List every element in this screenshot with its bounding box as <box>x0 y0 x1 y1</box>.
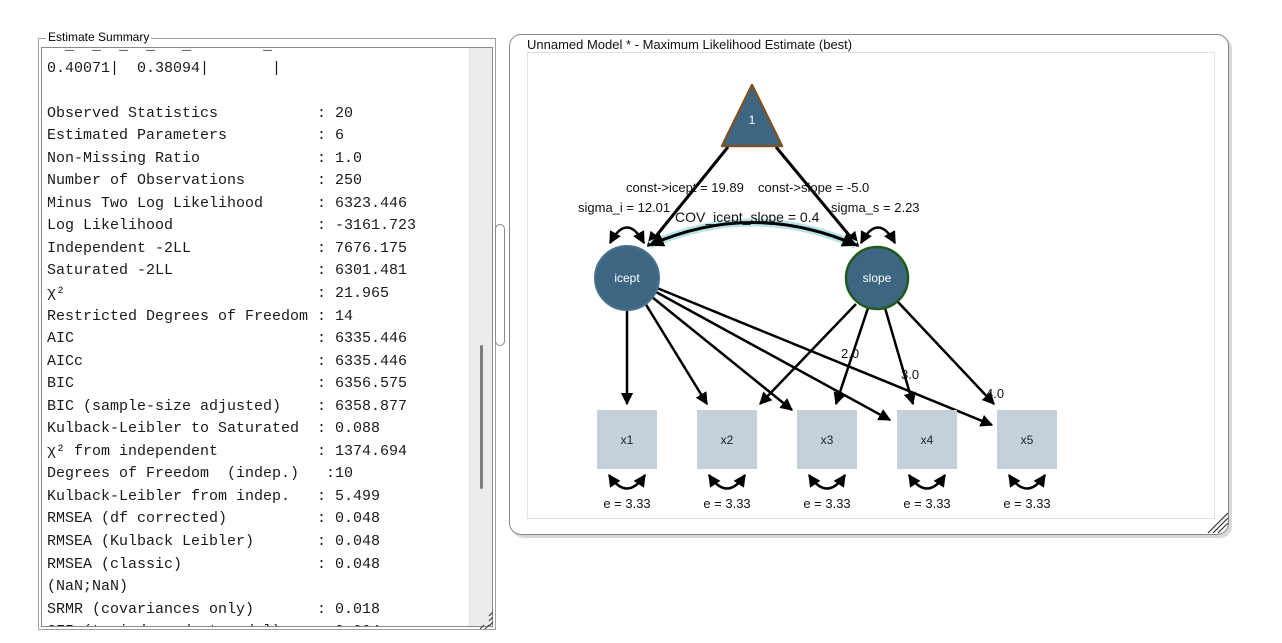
loading-label-x4[interactable]: 3.0 <box>901 367 919 382</box>
error-variance-loop-x1[interactable] <box>607 473 647 490</box>
estimate-summary-title: Estimate Summary <box>46 30 152 44</box>
error-variance-label-x3[interactable]: e = 3.33 <box>803 496 850 511</box>
manifest-label: x3 <box>821 433 834 447</box>
manifest-node-x2[interactable]: x2 <box>697 410 757 469</box>
constant-node[interactable]: 1 <box>720 83 784 148</box>
variance-label-icept[interactable]: sigma_i = 12.01 <box>578 200 670 215</box>
manifest-label: x4 <box>921 433 934 447</box>
edge-slope-x4[interactable] <box>883 307 916 406</box>
manifest-node-x3[interactable]: x3 <box>797 410 857 469</box>
latent-label-icept: icept <box>614 271 640 285</box>
error-variance-label-x4[interactable]: e = 3.33 <box>903 496 950 511</box>
loading-label-x3[interactable]: 2.0 <box>841 346 859 361</box>
variance-loop-icept[interactable] <box>608 226 646 245</box>
manifest-label: x2 <box>721 433 734 447</box>
covariance-label[interactable]: COV_icept_slope = 0.4 <box>675 209 820 225</box>
edge-icept-x4[interactable] <box>655 290 892 422</box>
edge-const-slope[interactable] <box>774 146 860 248</box>
error-variance-loop-x2[interactable] <box>707 473 747 490</box>
edge-const-icept[interactable] <box>646 146 730 248</box>
edge-icept-x2[interactable] <box>643 302 709 406</box>
panel-splitter-handle[interactable] <box>495 224 505 346</box>
constant-label: 1 <box>749 113 756 127</box>
manifest-label: x1 <box>621 433 634 447</box>
loading-label-x5[interactable]: 4.0 <box>986 386 1004 401</box>
scrollbar-thumb[interactable] <box>480 345 483 489</box>
manifest-node-x5[interactable]: x5 <box>997 410 1057 469</box>
estimate-summary-text: _ _ _ _ _ _ 0.40071| 0.38094| | Observed… <box>47 48 417 626</box>
resize-grip-icon[interactable] <box>476 608 496 630</box>
variance-loop-slope[interactable] <box>859 226 897 245</box>
edge-slope-x2[interactable] <box>759 303 857 405</box>
mean-label-icept[interactable]: const->icept = 19.89 <box>626 180 744 195</box>
model-window-title: Unnamed Model * - Maximum Likelihood Est… <box>527 37 853 52</box>
error-variance-label-x5[interactable]: e = 3.33 <box>1003 496 1050 511</box>
edge-slope-x5[interactable] <box>897 301 995 405</box>
manifest-node-x1[interactable]: x1 <box>597 410 657 469</box>
latent-node-icept[interactable]: icept <box>594 245 660 311</box>
vertical-scrollbar[interactable] <box>469 48 492 626</box>
manifest-node-x4[interactable]: x4 <box>897 410 957 469</box>
latent-node-slope[interactable]: slope <box>844 245 910 311</box>
edge-slope-x3[interactable] <box>833 307 870 406</box>
variance-label-slope[interactable]: sigma_s = 2.23 <box>831 200 920 215</box>
manifest-label: x5 <box>1021 433 1034 447</box>
edge-covariance-icept-slope[interactable] <box>648 221 858 247</box>
error-variance-label-x2[interactable]: e = 3.33 <box>703 496 750 511</box>
error-variance-loop-x3[interactable] <box>807 473 847 490</box>
error-variance-label-x1[interactable]: e = 3.33 <box>603 496 650 511</box>
edge-icept-x5[interactable] <box>656 286 994 427</box>
latent-label-slope: slope <box>863 271 892 285</box>
model-resize-grip-icon[interactable] <box>1207 512 1229 534</box>
estimate-summary-textarea[interactable]: _ _ _ _ _ _ 0.40071| 0.38094| | Observed… <box>41 47 493 627</box>
error-variance-loop-x5[interactable] <box>1007 473 1047 490</box>
mean-label-slope[interactable]: const->slope = -5.0 <box>758 180 869 195</box>
error-variance-loop-x4[interactable] <box>907 473 947 490</box>
edge-icept-x3[interactable] <box>651 296 793 411</box>
